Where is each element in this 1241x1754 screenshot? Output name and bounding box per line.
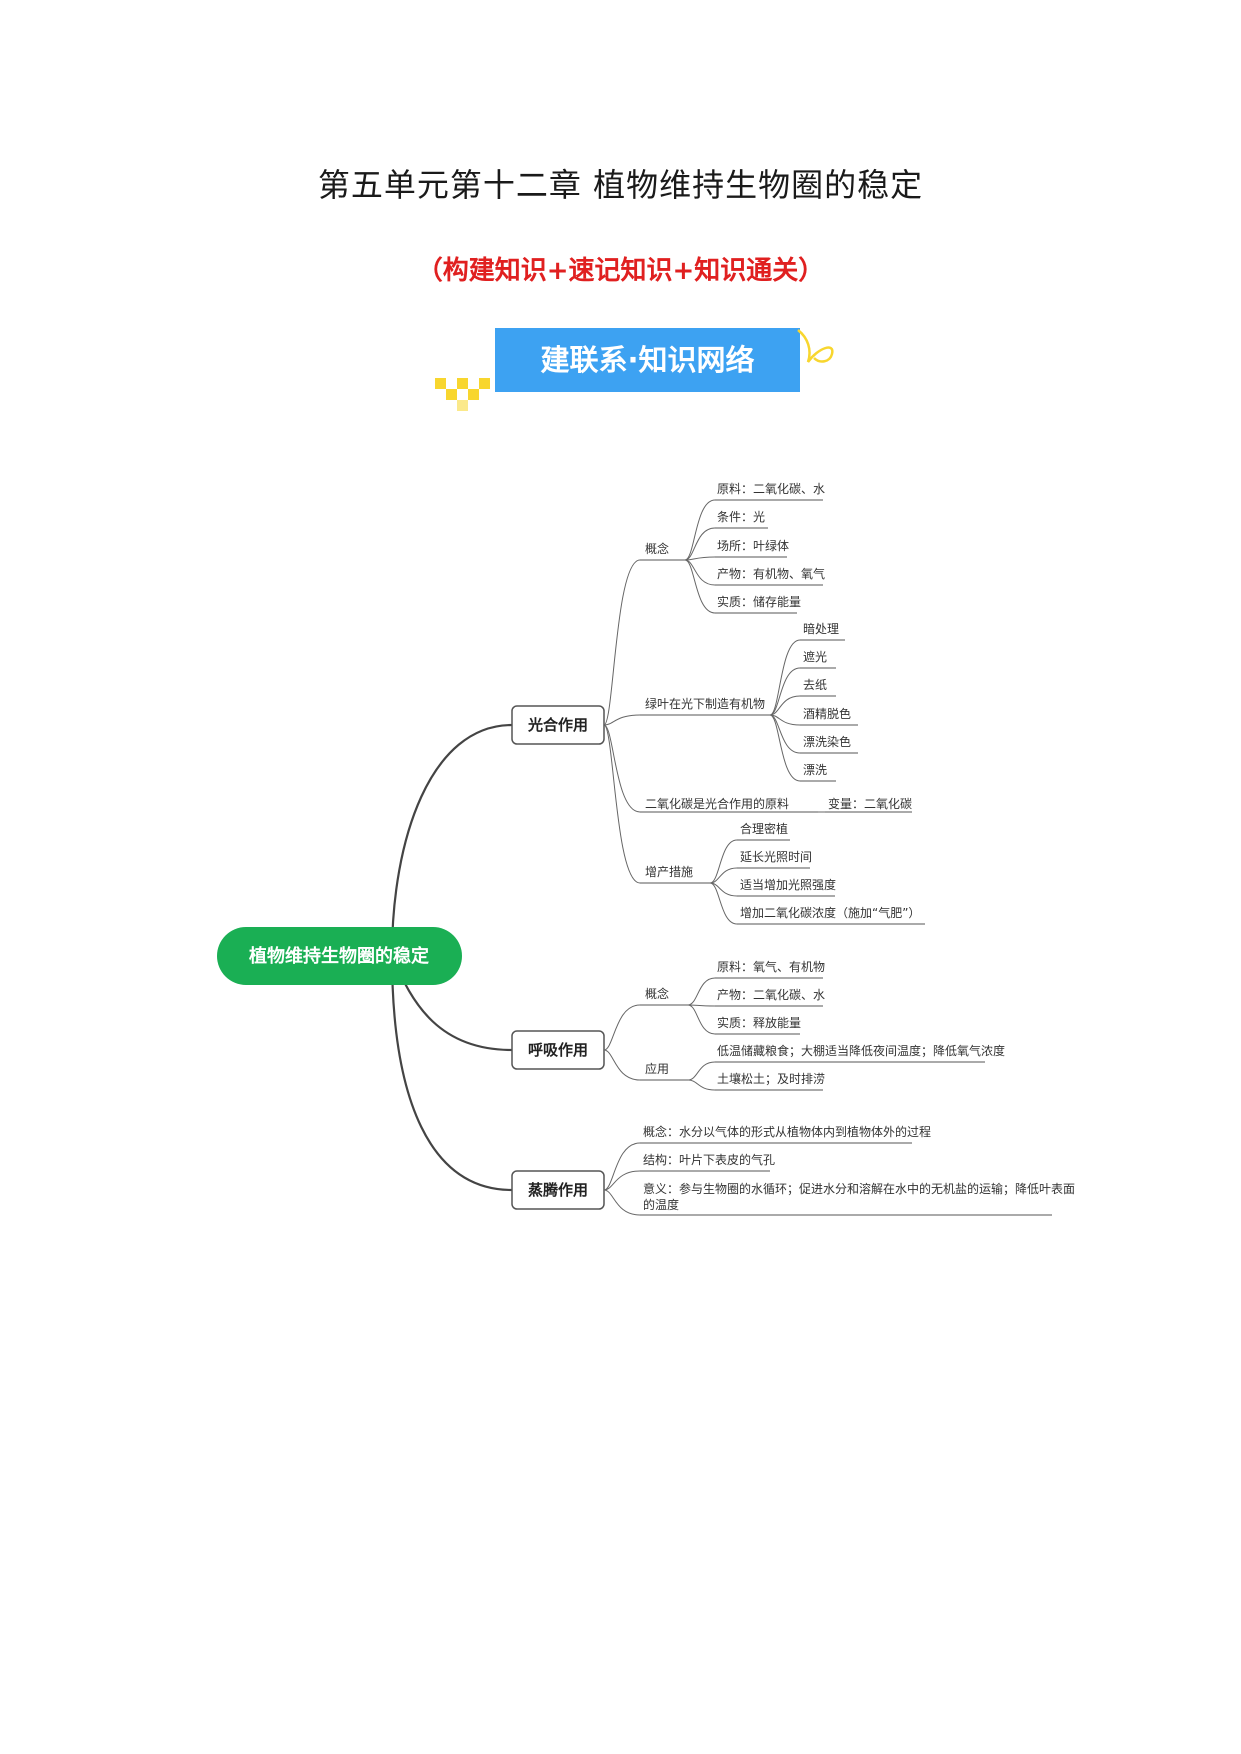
banner-label: 建联系·知识网络 <box>495 328 800 392</box>
ps-experiment-step: 漂洗染色 <box>803 734 851 749</box>
ps-concept-item: 原料：二氧化碳、水 <box>717 482 825 496</box>
trans-meaning: 意义：参与生物圈的水循环；促进水分和溶解在水中的无机盐的运输；降低叶表面 <box>643 1181 1075 1196</box>
ps-experiment-step: 酒精脱色 <box>803 706 851 721</box>
respiration-label: 呼吸作用 <box>528 1041 588 1059</box>
ps-co2-label: 二氧化碳是光合作用的原料 <box>645 796 789 811</box>
ps-concept-item: 场所：叶绿体 <box>717 538 789 553</box>
resp-application-label: 应用 <box>645 1061 669 1076</box>
ps-yield-item: 延长光照时间 <box>740 850 812 864</box>
ps-concept-label: 概念 <box>645 541 669 556</box>
ps-yield-label: 增产措施 <box>645 865 693 879</box>
transpiration-label: 蒸腾作用 <box>528 1181 588 1199</box>
trans-meaning: 的温度 <box>643 1197 679 1212</box>
section-banner: 建联系·知识网络 <box>435 320 835 411</box>
resp-application-item: 低温储藏粮食；大棚适当降低夜间温度；降低氧气浓度 <box>717 1043 1005 1058</box>
trans-item: 概念：水分以气体的形式从植物体内到植物体外的过程 <box>643 1124 931 1139</box>
resp-concept-item: 产物：二氧化碳、水 <box>717 988 825 1002</box>
checker-square <box>479 378 490 389</box>
checker-square <box>468 389 479 400</box>
ps-concept-item: 条件：光 <box>717 510 765 524</box>
root-label: 植物维持生物圈的稳定 <box>249 945 429 967</box>
ps-concept-item: 产物：有机物、氧气 <box>717 566 825 581</box>
ps-yield-item: 增加二氧化碳浓度（施加“气肥”） <box>740 905 920 920</box>
ps-yield-item: 适当增加光照强度 <box>740 877 836 892</box>
page-subtitle: （构建知识+速记知识+知识通关） <box>416 256 825 286</box>
resp-concept-item: 实质：释放能量 <box>717 1015 801 1030</box>
ps-co2-variable: 变量：二氧化碳 <box>828 796 912 811</box>
checker-square <box>435 378 446 389</box>
photosynthesis-label: 光合作用 <box>527 716 588 734</box>
ps-yield-item: 合理密植 <box>740 821 788 836</box>
resp-concept-item: 原料：氧气、有机物 <box>717 959 825 974</box>
ps-concept-item: 实质：储存能量 <box>717 594 801 609</box>
ps-experiment-step: 暗处理 <box>803 621 839 636</box>
ps-experiment-label: 绿叶在光下制造有机物 <box>645 696 765 711</box>
ps-experiment-step: 遮光 <box>803 649 827 664</box>
trans-item: 结构：叶片下表皮的气孔 <box>643 1152 775 1167</box>
ps-experiment-step: 去纸 <box>803 678 827 692</box>
resp-concept-label: 概念 <box>645 986 669 1001</box>
checker-square <box>457 400 468 411</box>
resp-application-item: 土壤松土；及时排涝 <box>717 1071 825 1086</box>
page-title: 第五单元第十二章 植物维持生物圈的稳定 <box>317 166 924 204</box>
swirl-decoration-icon <box>797 329 834 363</box>
checker-square <box>457 378 468 389</box>
ps-experiment-step: 漂洗 <box>803 763 827 777</box>
checker-square <box>446 389 457 400</box>
root-node <box>217 927 462 985</box>
